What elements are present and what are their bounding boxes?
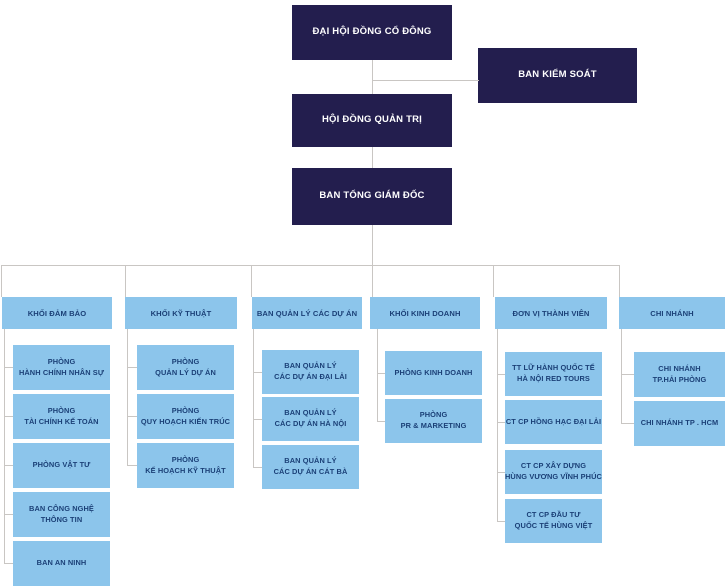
connector-line — [4, 514, 13, 515]
connector-line — [497, 374, 505, 375]
connector-line — [253, 372, 262, 373]
connector-line — [127, 416, 137, 417]
connector-line — [377, 421, 385, 422]
org-box-quan-ly-du-an: PHÒNG QUẢN LÝ DỰ ÁN — [137, 345, 234, 390]
org-box-vat-tu: PHÒNG VẬT TƯ — [13, 443, 110, 488]
connector-line — [4, 367, 13, 368]
org-box-cong-nghe-thong-tin: BAN CÔNG NGHỆ THÔNG TIN — [13, 492, 110, 537]
connector-line — [1, 265, 620, 266]
connector-line — [372, 60, 373, 94]
column-header-khoi-ky-thuat: KHỐI KỸ THUẬT — [125, 297, 237, 329]
connector-line — [493, 265, 494, 297]
connector-line — [372, 147, 373, 168]
connector-line — [497, 472, 505, 473]
connector-line — [372, 80, 479, 81]
box-management-board: HỘI ĐỒNG QUẢN TRỊ — [292, 94, 452, 147]
org-box-du-an-cat-ba: BAN QUẢN LÝ CÁC DỰ ÁN CÁT BÀ — [262, 445, 359, 489]
connector-line — [127, 465, 137, 466]
org-box-hanh-chinh-nhan-su: PHÒNG HÀNH CHÍNH NHÂN SỰ — [13, 345, 110, 390]
org-box-an-ninh: BAN AN NINH — [13, 541, 110, 586]
org-box-chi-nhanh-hcm: CHI NHÁNH TP . HCM — [634, 401, 725, 446]
org-box-hung-vuong-vinh-phuc: CT CP XÂY DỰNG HÙNG VƯƠNG VĨNH PHÚC — [505, 450, 602, 494]
connector-line — [4, 563, 13, 564]
org-box-ke-hoach-ky-thuat: PHÒNG KẾ HOẠCH KỸ THUẬT — [137, 443, 234, 488]
box-general-meeting: ĐẠI HỘI ĐỒNG CỔ ĐÔNG — [292, 5, 452, 60]
connector-line — [619, 265, 620, 297]
connector-line — [497, 329, 498, 521]
org-box-quy-hoach-kien-truc: PHÒNG QUY HOẠCH KIẾN TRÚC — [137, 394, 234, 439]
connector-line — [127, 367, 137, 368]
connector-line — [621, 423, 634, 424]
connector-line — [372, 225, 373, 265]
connector-line — [377, 373, 385, 374]
column-header-ban-quan-ly-cac-du-an: BAN QUẢN LÝ CÁC DỰ ÁN — [252, 297, 362, 329]
org-box-kinh-doanh: PHÒNG KINH DOANH — [385, 351, 482, 395]
connector-line — [253, 329, 254, 467]
connector-line — [253, 419, 262, 420]
org-box-red-tours: TT LỮ HÀNH QUỐC TẾ HÀ NỘI RED TOURS — [505, 352, 602, 396]
org-box-pr-marketing: PHÒNG PR & MARKETING — [385, 399, 482, 443]
org-box-du-an-ha-noi: BAN QUẢN LÝ CÁC DỰ ÁN HÀ NỘI — [262, 397, 359, 441]
org-box-hong-hac-dai-lai: CT CP HỒNG HẠC ĐẠI LẢI — [505, 400, 602, 444]
org-box-tai-chinh-ke-toan: PHÒNG TÀI CHÍNH KẾ TOÁN — [13, 394, 110, 439]
connector-line — [4, 465, 13, 466]
connector-line — [377, 329, 378, 421]
box-supervisory-board: BAN KIỂM SOÁT — [478, 48, 637, 103]
connector-line — [621, 374, 634, 375]
org-box-hung-viet: CT CP ĐẦU TƯ QUỐC TẾ HÙNG VIỆT — [505, 499, 602, 543]
column-header-khoi-kinh-doanh: KHỐI KINH DOANH — [370, 297, 480, 329]
box-executive-board: BAN TỔNG GIÁM ĐỐC — [292, 168, 452, 225]
org-box-du-an-dai-lai: BAN QUẢN LÝ CÁC DỰ ÁN ĐẠI LẢI — [262, 350, 359, 394]
column-header-chi-nhanh: CHI NHÁNH — [619, 297, 725, 329]
connector-line — [4, 416, 13, 417]
connector-line — [251, 265, 252, 297]
connector-line — [125, 265, 126, 297]
org-box-chi-nhanh-hai-phong: CHI NHÁNH TP.HẢI PHÒNG — [634, 352, 725, 397]
connector-line — [127, 329, 128, 465]
connector-line — [497, 422, 505, 423]
connector-line — [4, 329, 5, 563]
connector-line — [621, 329, 622, 423]
connector-line — [497, 521, 505, 522]
column-header-khoi-dam-bao: KHỐI ĐẢM BẢO — [2, 297, 112, 329]
connector-line — [372, 265, 373, 297]
connector-line — [1, 265, 2, 297]
connector-line — [253, 467, 262, 468]
column-header-don-vi-thanh-vien: ĐƠN VỊ THÀNH VIÊN — [495, 297, 607, 329]
